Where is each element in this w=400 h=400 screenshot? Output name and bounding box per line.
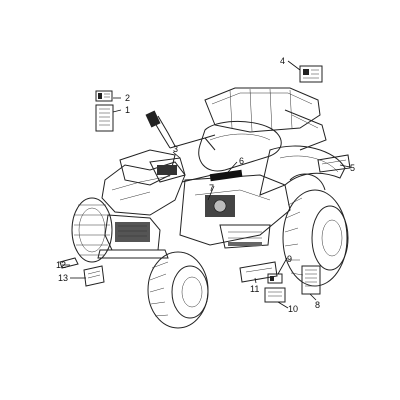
- decal-1: [95, 104, 114, 132]
- callout-10: 10: [288, 304, 298, 314]
- callout-2: 2: [125, 93, 130, 103]
- handlebars: [145, 110, 216, 151]
- decal-4: [299, 65, 323, 83]
- decal-2: [95, 90, 113, 102]
- front-bumper: [97, 214, 169, 259]
- callout-1: 1: [125, 105, 130, 115]
- callout-8: 8: [315, 300, 320, 310]
- seat: [198, 120, 282, 172]
- callout-9: 9: [287, 254, 292, 264]
- decal-10: [264, 287, 286, 303]
- rear-right-wheel: [282, 189, 349, 287]
- callout-12: 12: [56, 260, 66, 270]
- callout-numbers: 2 1 3 4 5 6 7 8 9 10 11 12 13: [56, 56, 355, 314]
- callout-6: 6: [239, 156, 244, 166]
- rear-rack: [204, 87, 327, 151]
- callout-7: 7: [209, 183, 214, 193]
- decal-5: [317, 154, 351, 173]
- callout-4: 4: [280, 56, 285, 66]
- callout-5: 5: [350, 163, 355, 173]
- decal-12: [59, 257, 79, 269]
- leader-lines: [62, 60, 351, 309]
- decal-9: [267, 273, 283, 284]
- front-body: [101, 149, 186, 216]
- front-right-wheel: [147, 251, 209, 329]
- frame-mid: [179, 174, 291, 249]
- callout-3: 3: [173, 144, 178, 154]
- callout-11: 11: [250, 284, 259, 294]
- rear-fender: [259, 145, 346, 196]
- callout-13: 13: [58, 273, 68, 283]
- decal-8: [301, 265, 321, 295]
- decals: [59, 65, 351, 303]
- decal-11: [239, 261, 278, 283]
- front-left-wheel: [71, 197, 113, 263]
- decal-13: [83, 265, 105, 287]
- atv-illustration: [71, 87, 349, 329]
